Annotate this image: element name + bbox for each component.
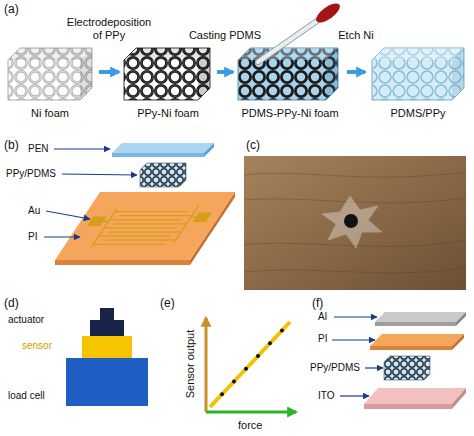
stage-caption: Ni foam [31, 106, 69, 120]
layer-label: ITO [318, 390, 334, 402]
layer-label: PPy/PDMS [6, 168, 56, 180]
panel-letter: (c) [246, 138, 260, 152]
test-stack [66, 308, 148, 406]
part-label: load cell [8, 390, 45, 402]
response-plot [206, 318, 296, 412]
ppy-pdms-sample [140, 163, 186, 187]
stage-box: PDMS-PPy-Ni foam [236, 44, 344, 122]
axis-label: force [238, 419, 262, 432]
layer-label: PPy/PDMS [310, 362, 360, 374]
layer-label: Al [318, 311, 327, 323]
axis-label: Sensor output [184, 330, 197, 399]
stage-caption: PDMS/PPy [390, 106, 445, 120]
al-layer [375, 312, 466, 326]
part-label: actuator [8, 314, 44, 326]
sample-photo [244, 156, 466, 290]
process-arrow [99, 70, 119, 74]
pi-substrate [55, 192, 235, 265]
panel-letter: (e) [160, 296, 175, 310]
stage-box: PPy-Ni foam [122, 44, 214, 122]
part-label: sensor [22, 340, 52, 352]
stage-box: Ni foam [4, 44, 96, 122]
foam-block [238, 48, 338, 100]
step-label: Etch Ni [336, 29, 375, 42]
process-arrow [217, 70, 233, 74]
step-label: Casting PDMS [187, 29, 263, 42]
leader-arrow [44, 149, 137, 237]
foam-block [8, 48, 92, 100]
step-label: Electrodeposition of PPy [59, 16, 159, 42]
ito-layer [364, 388, 466, 409]
layer-label: PEN [28, 143, 49, 155]
panel-letter: (d) [4, 296, 19, 310]
pen-layer [112, 143, 214, 157]
foam-block [372, 48, 464, 100]
stage-box: PDMS/PPy [368, 44, 468, 122]
panel-letter: (a) [4, 2, 19, 16]
layer-label: Au [28, 205, 40, 217]
stage-caption: PDMS-PPy-Ni foam [241, 106, 338, 120]
pipette [258, 0, 343, 62]
panel-letter: (f) [312, 296, 323, 310]
ppy-pdms-sample [384, 356, 430, 380]
foam-block [124, 48, 210, 100]
stage-caption: PPy-Ni foam [137, 106, 199, 120]
process-arrow [347, 70, 365, 74]
pi-layer [370, 334, 464, 350]
layer-label: PI [318, 333, 327, 345]
leader-arrow [332, 317, 383, 396]
layer-label: PI [28, 231, 37, 243]
panel-letter: (b) [4, 138, 19, 152]
au-electrode [73, 206, 216, 247]
